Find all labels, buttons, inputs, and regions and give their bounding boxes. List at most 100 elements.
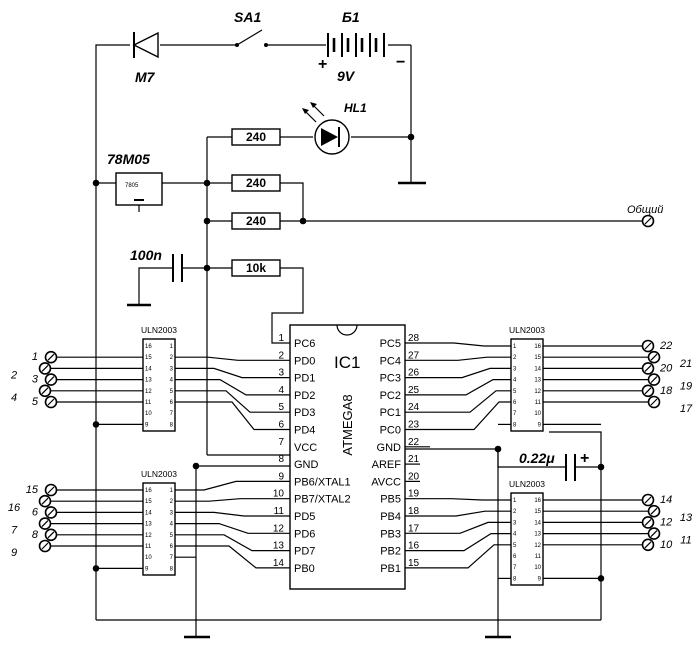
mcu-pin-number: 18 — [408, 506, 420, 517]
wire — [175, 498, 290, 502]
mcu-pin-name: AREF — [372, 459, 402, 471]
uln-pin-number: 9 — [538, 576, 542, 582]
uln-pin-number: 6 — [513, 554, 517, 560]
mcu-body — [289, 324, 406, 590]
terminal-label: 1 — [32, 351, 38, 363]
wire — [430, 544, 511, 569]
terminal-slash — [47, 508, 55, 516]
mcu-pin-number: 7 — [278, 437, 284, 448]
terminal-label: 20 — [659, 362, 673, 374]
uln-pin-number: 13 — [534, 532, 541, 538]
mcu-pin-number: 22 — [408, 437, 420, 448]
uln-pin-number: 1 — [513, 344, 517, 350]
capacitor-100n — [127, 254, 207, 307]
wire — [175, 356, 290, 361]
uln-pin-number: 14 — [145, 510, 152, 516]
mcu-pin-number: 24 — [408, 402, 420, 413]
terminal-slash — [650, 530, 658, 538]
uln-pin-number: 15 — [534, 509, 541, 515]
junction-dot — [192, 462, 200, 470]
terminal-label: 22 — [659, 340, 672, 352]
mcu-pin-name: PC5 — [380, 338, 401, 350]
terminal-label: 19 — [680, 381, 692, 393]
uln-top-left-label: ULN2003 — [141, 325, 177, 335]
uln-pin-number: 10 — [145, 555, 152, 561]
wire — [430, 379, 511, 396]
mcu-pin-number: 25 — [408, 385, 420, 396]
uln-pin-number: 12 — [534, 543, 541, 549]
led-hl1 — [302, 102, 350, 155]
uln-pin-number: 15 — [145, 499, 152, 505]
uln-pin-number: 11 — [535, 400, 542, 406]
uln-pin-number: 6 — [170, 400, 174, 406]
mcu-pin-number: 26 — [408, 368, 420, 379]
uln-bottom-right-body — [510, 492, 544, 586]
uln-bottom-left-body — [142, 482, 176, 576]
wire — [430, 401, 511, 431]
uln-pin-number: 8 — [170, 566, 174, 572]
wire — [175, 379, 290, 396]
uln-pin-number: 5 — [513, 543, 517, 549]
mcu-pin-name: PB1 — [380, 563, 401, 575]
uln-pin-number: 2 — [513, 509, 517, 515]
uln-pin-number: 16 — [534, 344, 541, 350]
battery-b1 — [327, 33, 385, 57]
wire — [430, 498, 511, 501]
mcu-pin-number: 1 — [278, 333, 284, 344]
junction-dot — [203, 264, 211, 272]
resistor-4-value: 10k — [246, 261, 266, 275]
mcu-pin-number: 21 — [408, 454, 420, 465]
uln-pin-number: 2 — [170, 355, 174, 361]
mcu-pin-number: 11 — [274, 506, 285, 517]
uln-pin-number: 6 — [513, 400, 517, 406]
uln-pin-number: 4 — [513, 532, 517, 538]
wire — [175, 401, 290, 431]
terminal-label: 16 — [8, 502, 21, 514]
terminal-slash — [644, 364, 652, 372]
mcu-pin-name: PB0 — [294, 563, 315, 575]
uln-pin-number: 9 — [538, 422, 542, 428]
uln-pin-number: 3 — [170, 366, 174, 372]
wire — [175, 545, 290, 569]
mcu-pin-name: PB5 — [380, 494, 401, 506]
wire — [175, 480, 290, 491]
uln-pin-number: 15 — [145, 355, 152, 361]
uln-top-right-label: ULN2003 — [509, 325, 545, 335]
mcu-pin-name: PD4 — [294, 425, 315, 437]
uln-pin-number: 12 — [145, 533, 152, 539]
right-ground-bus — [405, 431, 602, 639]
mcu-pin-number: 28 — [408, 333, 420, 344]
terminal-slash — [644, 518, 652, 526]
switch-sa1 — [235, 29, 268, 47]
terminal-slash — [644, 541, 652, 549]
terminal-label: 21 — [679, 358, 692, 370]
uln-bottom-right-label: ULN2003 — [509, 479, 545, 489]
battery-label: Б1 — [342, 9, 360, 25]
mcu-pin-number: 12 — [273, 523, 285, 534]
mcu-pin-name: PD3 — [294, 407, 315, 419]
terminal-slash — [47, 353, 55, 361]
uln-pin-number: 8 — [170, 422, 174, 428]
uln-pin-number: 7 — [513, 565, 517, 571]
mcu-pin-number: 15 — [408, 558, 420, 569]
cap-plus: + — [580, 450, 589, 467]
terminal-slash — [644, 496, 652, 504]
junction-dot — [92, 421, 100, 428]
terminal-slash — [41, 387, 49, 395]
uln-pin-number: 4 — [170, 378, 174, 384]
mcu-pin-name: PC4 — [380, 355, 401, 367]
uln-pin-number: 12 — [145, 389, 152, 395]
mcu-pin-number: 23 — [408, 420, 420, 431]
mcu-pin-name: PB3 — [380, 528, 401, 540]
terminal-slash — [41, 542, 49, 550]
uln-pin-number: 5 — [170, 389, 174, 395]
terminal-slash — [650, 376, 658, 384]
uln-pin-number: 4 — [170, 522, 174, 528]
junction-dot — [299, 217, 307, 225]
uln-pin-number: 7 — [513, 411, 517, 417]
terminal-label: 18 — [660, 385, 673, 397]
terminal-label: 13 — [680, 512, 693, 524]
uln-pin-number: 1 — [170, 488, 174, 494]
wire — [175, 367, 290, 379]
